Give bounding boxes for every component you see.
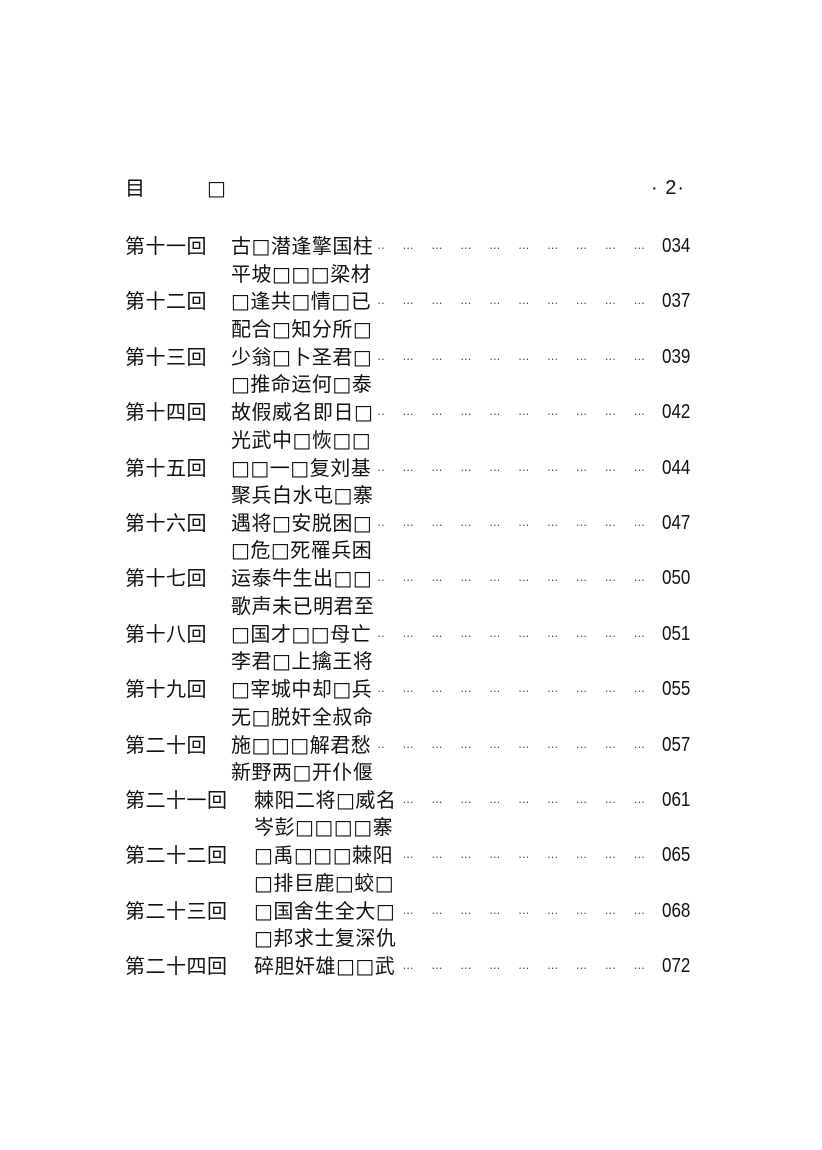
page-number: 065 [661,844,690,867]
chapter-title-line-1: 少翁□卜圣君□ [231,344,373,369]
page-number: 061 [661,788,690,811]
chapter-title-line-1: □禹□□□棘阳 [254,843,394,868]
chapter-label: 第十七回 [125,566,207,591]
chapter-label: 第二十二回 [125,843,228,868]
chapter-title-line-2: 无□脱奸全叔命 [231,704,374,729]
page-number: 068 [661,899,690,922]
toc-entry[interactable]: 第十六回 遇将□安脱困□ … … … … … … … … … … … … … …… [125,509,690,564]
chapter-label: 第十九回 [125,677,207,702]
chapter-label: 第二十一回 [125,787,228,812]
chapter-title-line-1: □□一□复刘基 [231,455,372,480]
page-number: 039 [661,345,690,368]
dot-leader: … … … … … … … … … … … … … … … [377,239,652,252]
toc-entry[interactable]: 第二十回 施□□□解君愁 … … … … … … … … … … … … … …… [125,731,690,786]
chapter-title-line-2: 平坡□□□梁材 [231,261,372,286]
header-page-number: · 2· [651,177,685,199]
chapter-label: 第十三回 [125,344,207,369]
toc-entry[interactable]: 第十三回 少翁□卜圣君□ … … … … … … … … … … … … … …… [125,343,690,398]
chapter-title-line-1: 棘阳二将□威名 [254,787,397,812]
chapter-title-line-1: 古□潜逢擎国柱 [231,234,374,258]
dot-leader: … … … … … … … … … … … … … … … [377,349,652,363]
chapter-title-line-2: □危□死罹兵困 [231,538,373,563]
page-number: 044 [661,456,690,479]
page-number: 072 [661,955,690,978]
page-number: 055 [661,678,690,701]
chapter-title-line-1: 运泰牛生出□□ [231,566,373,591]
chapter-title-line-2: 新野两□开仆偃 [231,760,374,785]
table-of-contents: 第十一回 古□潜逢擎国柱 … … … … … … … … … … … … … …… [125,232,690,1007]
chapter-title-line-1: 施□□□解君愁 [231,732,372,757]
page-number: 051 [661,622,690,645]
dot-leader: … … … … … … … … … … … … … … … [377,737,652,751]
dot-leader: … … … … … … … … … … … … … … … [401,903,652,917]
chapter-title-line-2: 聚兵白水屯□寨 [231,483,374,508]
chapter-label: 第十八回 [125,621,207,646]
dot-leader: … … … … … … … … … … … … … … … [401,959,652,973]
dot-leader: … … … … … … … … … … … … … … … [377,515,652,529]
page-number: 050 [661,567,690,590]
page-number: 057 [661,733,690,756]
dot-leader: … … … … … … … … … … … … … … … [401,848,652,862]
dot-leader: … … … … … … … … … … … … … … … [377,405,652,419]
chapter-label: 第二十三回 [125,898,228,923]
chapter-title-line-2: 光武中□恢□□ [231,427,372,452]
chapter-title-line-2: 李君□上擒王将 [231,649,374,674]
chapter-label: 第二十回 [125,732,207,757]
chapter-title-line-1: □国舍生全大□ [254,898,396,923]
dot-leader: … … … … … … … … … … … … … … … [377,571,652,585]
page-number: 047 [661,511,690,534]
chapter-title-line-1: □逢共□情□已 [231,289,372,314]
chapter-title-line-1: □国才□□母亡 [231,621,372,646]
toc-entry[interactable]: 第二十二回 □禹□□□棘阳 … … … … … … … … … … … … … … [125,841,690,896]
chapter-title-line-1: □宰城中却□兵 [231,677,373,702]
chapter-title-line-2: □邦求士复深仇 [254,926,397,951]
toc-entry[interactable]: 第十七回 运泰牛生出□□ … … … … … … … … … … … … … …… [125,564,690,619]
chapter-label: 第十六回 [125,510,207,535]
dot-leader: … … … … … … … … … … … … … … … [377,460,652,474]
chapter-label: 第十二回 [125,289,207,314]
dot-leader: … … … … … … … … … … … … … … … [377,682,652,696]
chapter-label: 第十四回 [125,400,207,425]
page-header: 目 □ · 2· [125,174,685,202]
chapter-title-line-2: □排巨鹿□蛟□ [254,870,395,895]
page-number: 034 [661,235,690,257]
toc-entry[interactable]: 第二十三回 □国舍生全大□ … … … … … … … … … … … … … … [125,897,690,952]
chapter-label: 第十五回 [125,455,207,480]
chapter-title-line-2: 岑彭□□□□寨 [254,815,394,840]
header-title-char-2: □ [207,176,226,200]
page-number: 037 [661,290,690,313]
toc-entry[interactable]: 第二十一回 棘阳二将□威名 … … … … … … … … … … … … … … [125,786,690,841]
toc-entry[interactable]: 第十一回 古□潜逢擎国柱 … … … … … … … … … … … … … …… [125,232,690,287]
dot-leader: … … … … … … … … … … … … … … … [377,626,652,640]
chapter-label: 第二十四回 [125,954,228,979]
toc-entry[interactable]: 第十八回 □国才□□母亡 … … … … … … … … … … … … … …… [125,620,690,675]
toc-entry[interactable]: 第十九回 □宰城中却□兵 … … … … … … … … … … … … … …… [125,675,690,730]
toc-entry[interactable]: 第十五回 □□一□复刘基 … … … … … … … … … … … … … …… [125,454,690,509]
chapter-title-line-2: □推命运何□泰 [231,372,373,397]
dot-leader: … … … … … … … … … … … … … … … [377,294,652,308]
chapter-title-line-2: 歌声未已明君至 [231,593,375,618]
chapter-title-line-2: 配合□知分所□ [231,316,373,341]
chapter-title-line-1: 故假威名即日□ [231,400,374,425]
chapter-title-line-1: 碎胆奸雄□□武 [254,954,396,979]
chapter-title-line-1: 遇将□安脱困□ [231,510,373,535]
header-title-char-1: 目 [125,176,145,200]
toc-entry[interactable]: 第十二回 □逢共□情□已 … … … … … … … … … … … … … …… [125,287,690,342]
chapter-label: 第十一回 [125,234,207,258]
page-number: 042 [661,401,690,424]
dot-leader: … … … … … … … … … … … … … … … [401,792,652,806]
toc-entry[interactable]: 第十四回 故假威名即日□ … … … … … … … … … … … … … …… [125,398,690,453]
toc-entry[interactable]: 第二十四回 碎胆奸雄□□武 … … … … … … … … … … … … … … [125,952,690,1007]
